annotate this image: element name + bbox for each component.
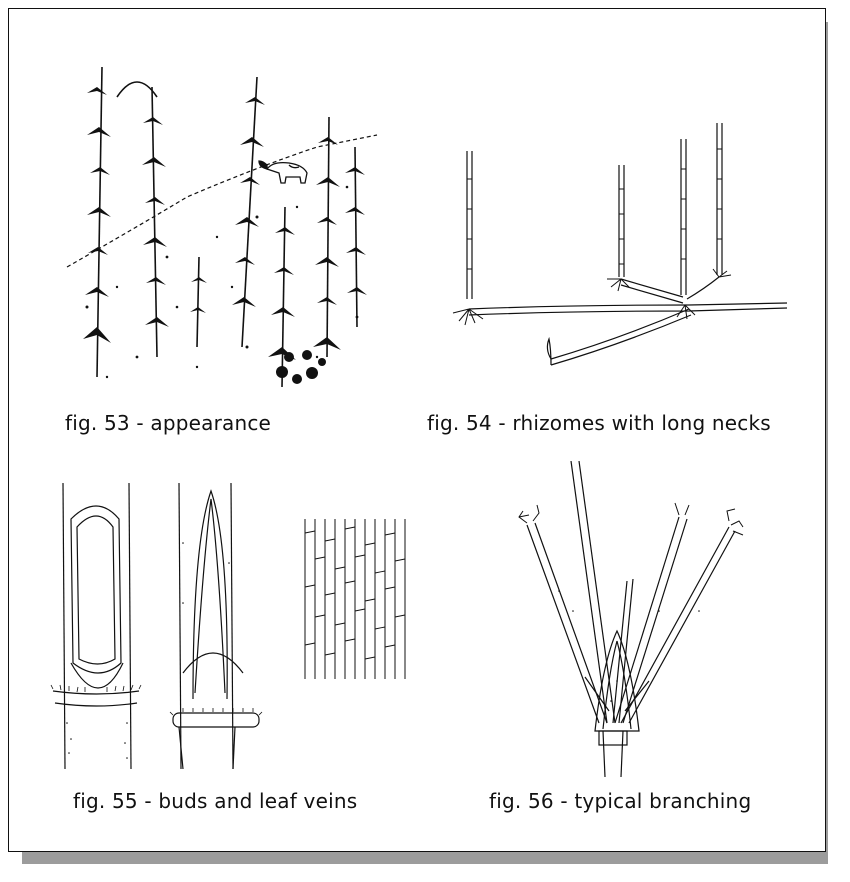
illustration-plate: fig. 53 - appearance [8, 8, 826, 852]
fig-55-illustration [43, 483, 423, 773]
fig-53-illustration [57, 57, 387, 397]
fig-56-caption: fig. 56 - typical branching [489, 789, 752, 813]
fig-54-caption: fig. 54 - rhizomes with long necks [427, 411, 771, 435]
fig-53-caption: fig. 53 - appearance [65, 411, 272, 435]
fig-55-caption: fig. 55 - buds and leaf veins [73, 789, 358, 813]
fig-54-illustration [449, 109, 789, 379]
fig-56-illustration [499, 461, 759, 777]
